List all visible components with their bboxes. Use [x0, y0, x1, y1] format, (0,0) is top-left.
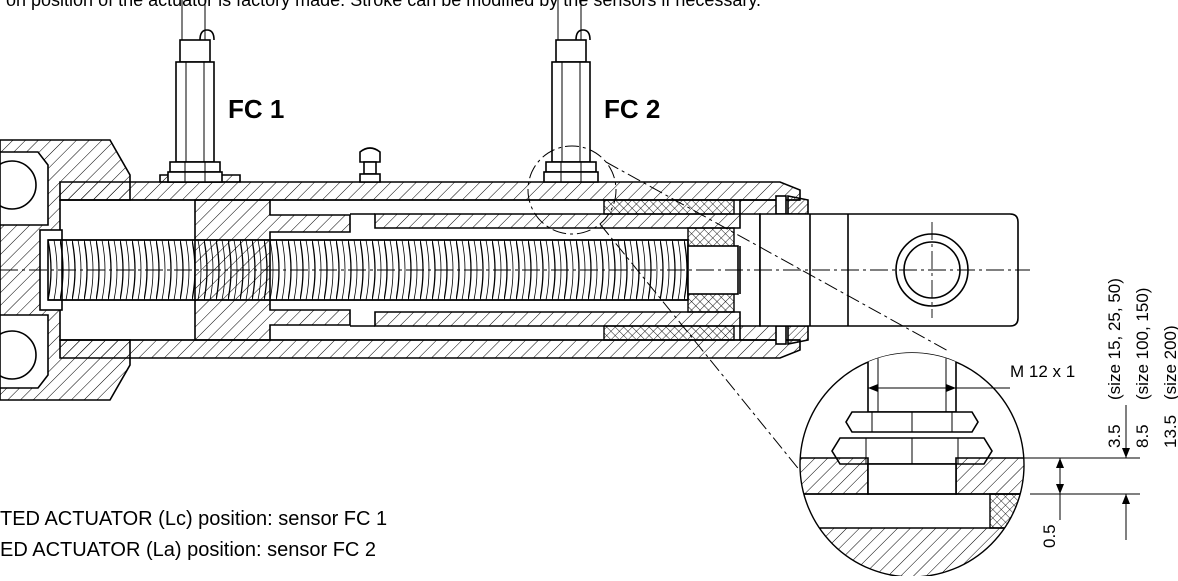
dim-3-5-note: (size 15, 25, 50)	[1105, 278, 1124, 400]
grease-nipple	[359, 147, 381, 183]
detail-callout-circle	[527, 145, 617, 235]
dim-3-5: 3.5	[1105, 424, 1124, 448]
thread-dimension	[868, 384, 1010, 392]
dim-8-5: 8.5	[1133, 424, 1152, 448]
sensor-fc1-label: FC 1	[228, 94, 284, 124]
dim-13-5-note: (size 200)	[1161, 325, 1178, 400]
dim-13-5: 13.5	[1161, 415, 1178, 448]
left-end-cap	[0, 139, 131, 401]
thrust-tube	[350, 213, 741, 327]
caption-fragment: on position of the actuator is factory m…	[6, 0, 761, 10]
sensor-fc2-label: FC 2	[604, 94, 660, 124]
thread-label: M 12 x 1	[1010, 362, 1075, 381]
dim-8-5-note: (size 100, 150)	[1133, 288, 1152, 400]
note-line-1: TED ACTUATOR (Lc) position: sensor FC 1	[0, 508, 387, 530]
drive-nut	[194, 199, 351, 341]
detail-enlargement	[799, 352, 1025, 578]
sensor-fc2	[543, 0, 599, 183]
sensor-fc1	[167, 0, 223, 183]
dim-0-5: 0.5	[1040, 524, 1059, 548]
height-dimensions	[1024, 405, 1140, 540]
note-line-2: ED ACTUATOR (La) position: sensor FC 2	[0, 539, 376, 561]
